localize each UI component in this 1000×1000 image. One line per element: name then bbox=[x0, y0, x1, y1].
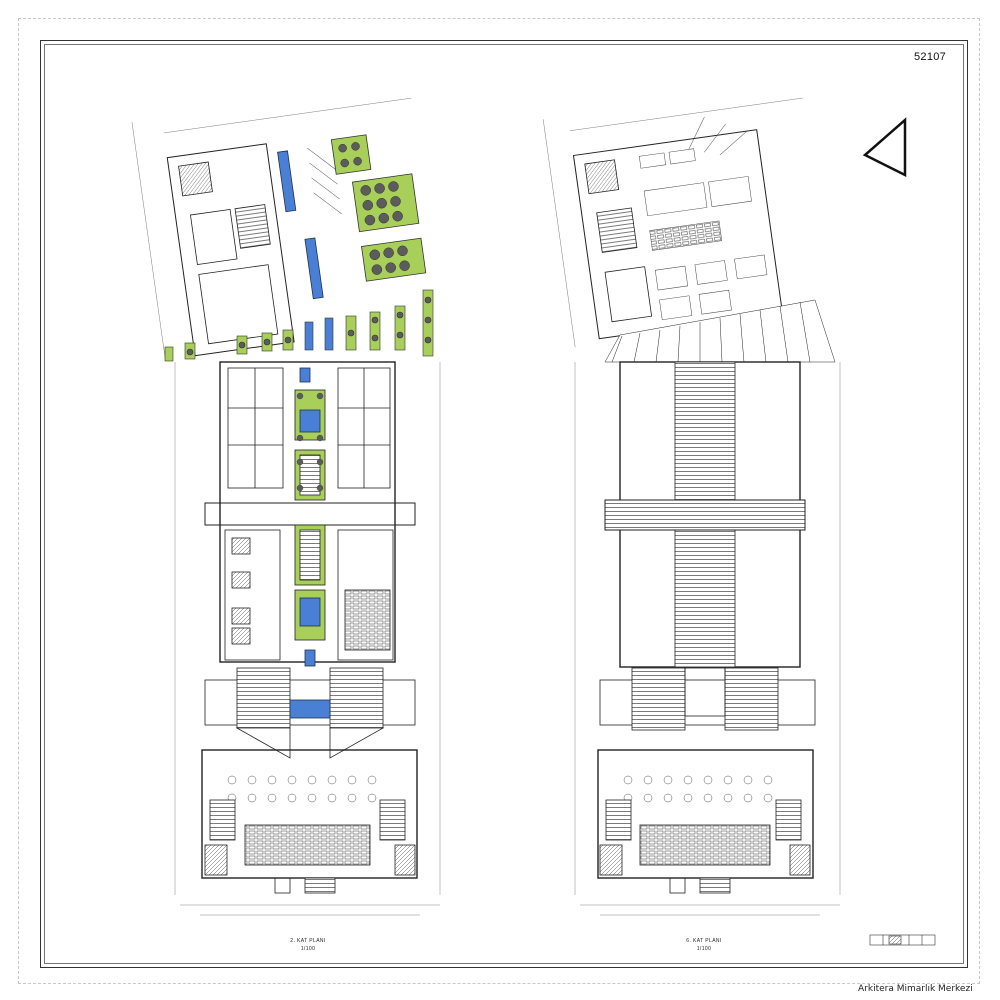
hall-tables-left bbox=[227, 775, 377, 803]
plan-scale-right: 1/100 bbox=[696, 946, 712, 952]
grid-lines-left bbox=[174, 362, 441, 916]
scale-bar-icon bbox=[869, 934, 936, 946]
plan-left bbox=[131, 97, 441, 916]
plan-scale-left: 1/100 bbox=[300, 946, 316, 952]
sheet-code: 52107 bbox=[914, 51, 947, 63]
striped-roof-right bbox=[604, 299, 836, 363]
rotated-wing-right bbox=[542, 97, 803, 348]
rotated-wing-left bbox=[131, 97, 427, 360]
plan-title-right: 6. KAT PLANI bbox=[686, 938, 722, 944]
watermark-text: Arkitera Mimarlık Merkezi bbox=[858, 984, 973, 994]
plan-right bbox=[542, 97, 841, 916]
tree-blocks-left bbox=[330, 134, 427, 282]
plan-title-left: 2. KAT PLANI bbox=[290, 938, 326, 944]
drawing-sheet-border bbox=[40, 40, 968, 968]
office-desks-right bbox=[638, 148, 768, 321]
drawing-sheet-inner-border bbox=[44, 44, 964, 964]
outer-dashed-frame bbox=[18, 18, 980, 984]
grid-lines-right bbox=[574, 362, 841, 916]
planter-row-left bbox=[164, 289, 434, 362]
north-arrow-icon bbox=[862, 117, 907, 178]
